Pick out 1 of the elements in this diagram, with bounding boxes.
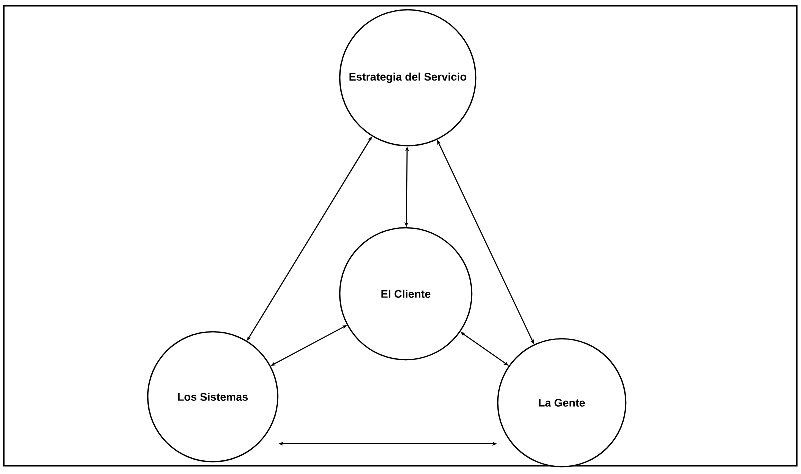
node-label: La Gente: [539, 399, 586, 407]
